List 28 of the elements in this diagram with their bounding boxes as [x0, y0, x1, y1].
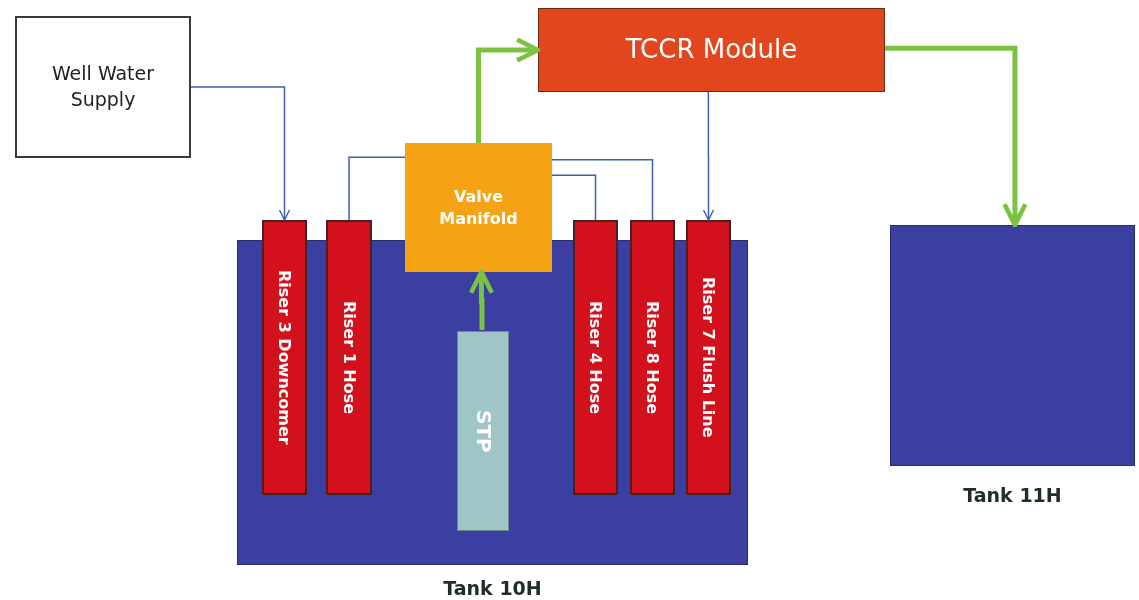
- pump-column: [457, 331, 509, 531]
- riser-bar: [262, 220, 307, 495]
- node-label: Riser 4 Hose: [585, 300, 607, 415]
- node-label: Riser 8 Hose: [642, 300, 664, 415]
- node-label: STP: [470, 409, 497, 453]
- arrow: [476, 37, 541, 143]
- node-label: Riser 7 Flush Line: [698, 277, 720, 438]
- manifold-box: [405, 143, 552, 272]
- module-box: [538, 8, 885, 92]
- riser-bar: [686, 220, 731, 495]
- arrow: [885, 45, 1028, 228]
- connector-line: [551, 159, 654, 221]
- node-label: Well Water Supply: [50, 61, 156, 112]
- tank-label: Tank 10H: [442, 577, 543, 599]
- riser-bar: [326, 220, 372, 495]
- tank-label: Tank 11H: [962, 484, 1063, 506]
- riser-bar: [573, 220, 618, 495]
- connector-line: [348, 156, 406, 221]
- node-label: Riser 1 Hose: [338, 300, 360, 415]
- node-label: Valve Manifold: [438, 185, 519, 230]
- node-label: Riser 3 Downcomer: [274, 270, 296, 445]
- arrow: [190, 86, 291, 221]
- node-label: TCCR Module: [625, 33, 798, 67]
- riser-bar: [630, 220, 675, 495]
- arrow: [702, 91, 715, 221]
- connector-line: [551, 174, 597, 221]
- arrow: [468, 269, 495, 330]
- supply-box: [15, 16, 191, 158]
